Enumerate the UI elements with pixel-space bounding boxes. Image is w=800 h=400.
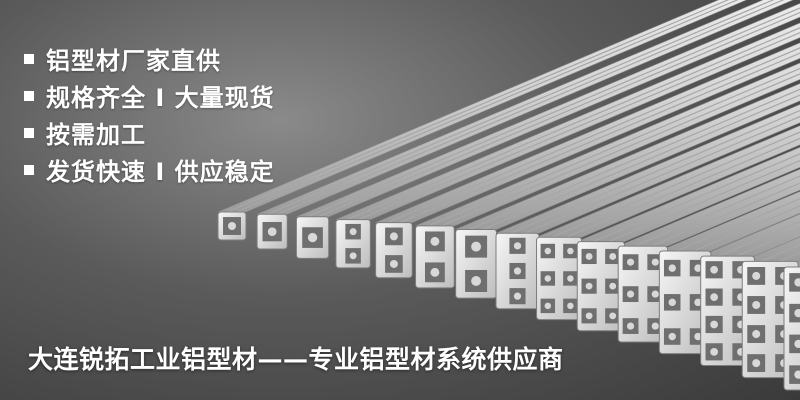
profile-core <box>710 347 718 356</box>
square-bullet-icon <box>24 90 34 101</box>
profile-core <box>567 302 574 310</box>
profile-core <box>513 267 522 275</box>
profile-groove <box>306 7 800 218</box>
feature-item: 铝型材厂家直供 <box>24 40 275 77</box>
profile-core <box>471 276 482 286</box>
profile-core <box>513 242 522 250</box>
profile-core <box>609 282 617 290</box>
profile-core <box>544 275 552 282</box>
profile-core <box>794 308 800 318</box>
profile-groove <box>608 159 800 243</box>
profile-core <box>694 264 702 272</box>
profile-groove <box>551 131 800 238</box>
profile-core <box>752 271 761 280</box>
square-bullet-icon <box>24 127 34 138</box>
profile-core <box>752 359 761 368</box>
profile-core <box>627 290 635 298</box>
profile-groove <box>428 67 800 227</box>
profile-groove <box>510 109 800 234</box>
profile-core <box>627 258 635 266</box>
profile-core <box>794 278 800 287</box>
profile-groove <box>317 11 800 218</box>
profile-core <box>627 322 635 330</box>
profile-core <box>585 312 593 320</box>
profile-end-face <box>783 266 800 391</box>
profile-core <box>609 253 617 260</box>
profile-groove <box>227 0 730 213</box>
profile-core <box>710 293 718 301</box>
profile-core <box>349 228 357 236</box>
profile-core <box>651 258 659 266</box>
profile-core <box>651 322 659 330</box>
profile-groove <box>693 205 800 252</box>
profile-groove <box>399 52 800 224</box>
profile-core <box>609 312 617 320</box>
profile-groove <box>566 137 800 238</box>
profile-core <box>710 320 718 329</box>
profile-core <box>585 253 593 260</box>
feature-list: 铝型材厂家直供 规格齐全 I 大量现货 按需加工 发货快速 I 供应稳定 <box>24 40 275 188</box>
profile-groove <box>634 175 800 247</box>
profile-core <box>752 300 761 310</box>
profile-core <box>794 370 800 379</box>
profile-groove <box>358 32 800 221</box>
profile-core <box>267 227 277 237</box>
profile-core <box>752 330 761 339</box>
profile-end-face <box>335 219 371 269</box>
feature-text: 按需加工 <box>46 121 146 149</box>
profile-groove <box>676 198 800 252</box>
profile-core <box>668 298 676 307</box>
profile-groove <box>482 94 800 231</box>
profile-groove <box>236 0 739 213</box>
profile-groove <box>266 0 775 215</box>
feature-text: 铝型材厂家直供 <box>46 47 221 75</box>
profile-core <box>349 252 357 260</box>
profile-end-face <box>375 222 413 279</box>
company-tagline: 大连锐拓工业铝型材——专业铝型材系统供应商 <box>28 345 564 374</box>
profile-core <box>694 332 702 341</box>
profile-core <box>513 292 522 300</box>
profile-core <box>544 247 552 255</box>
profile-core <box>694 298 702 307</box>
square-bullet-icon <box>24 164 34 175</box>
profile-core <box>668 264 676 272</box>
profile-groove <box>650 182 800 247</box>
profile-core <box>389 259 398 268</box>
profile-groove <box>592 153 800 243</box>
feature-text: 规格齐全 I 大量现货 <box>46 84 275 112</box>
profile-groove <box>441 73 800 227</box>
profile-groove <box>469 88 800 231</box>
profile-core <box>585 282 593 290</box>
profile-core <box>544 302 552 310</box>
profile-groove <box>276 0 785 215</box>
profile-core <box>471 241 482 252</box>
feature-item: 规格齐全 I 大量现货 <box>24 77 275 114</box>
profile-groove <box>347 27 800 221</box>
profile-core <box>668 332 676 341</box>
profiles-group <box>217 0 800 391</box>
feature-item: 发货快速 I 供应稳定 <box>24 151 275 188</box>
profile-core <box>651 290 659 298</box>
profile-core <box>227 221 237 231</box>
profile-core <box>567 275 574 282</box>
profile-core <box>430 267 440 277</box>
feature-item: 按需加工 <box>24 114 275 151</box>
profile-groove <box>387 47 800 224</box>
profile-core <box>794 339 800 349</box>
profile-core <box>389 232 398 241</box>
profile-groove <box>524 115 800 234</box>
profile-core <box>430 236 440 246</box>
feature-text: 发货快速 I 供应稳定 <box>46 158 275 186</box>
profile-core <box>307 232 318 243</box>
profile-core <box>567 247 574 255</box>
square-bullet-icon <box>24 53 34 64</box>
profile-core <box>710 265 718 274</box>
